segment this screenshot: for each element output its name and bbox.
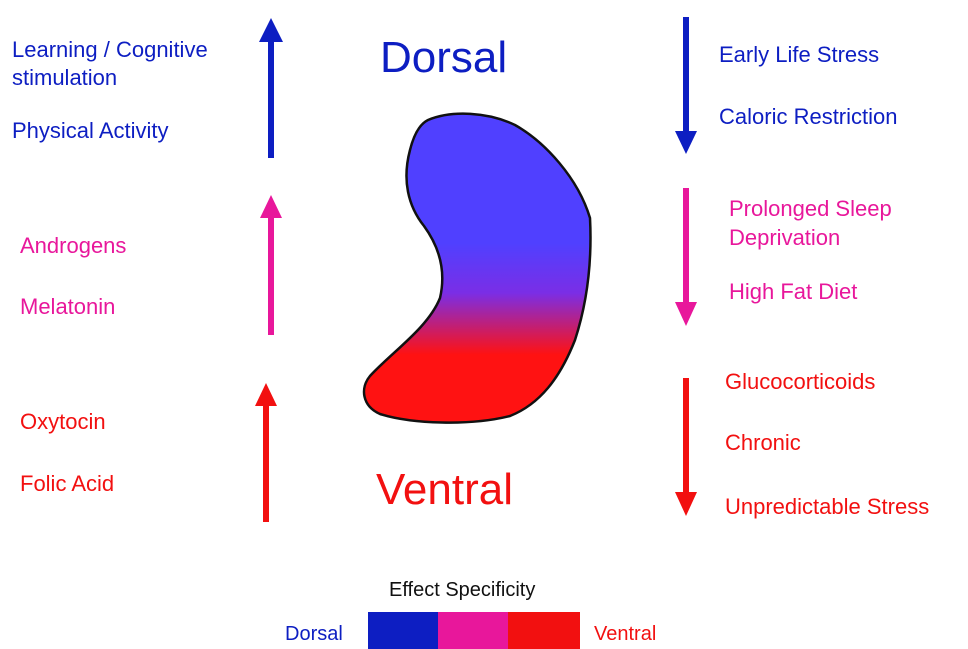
ventral-title: Ventral	[376, 465, 513, 515]
increase-arrow-dorsal	[259, 18, 283, 158]
legend-label-ventral: Ventral	[594, 622, 656, 646]
legend-swatch-dorsal	[368, 612, 438, 649]
factor-label: stimulation	[12, 65, 117, 91]
legend-swatch-ventral	[508, 612, 580, 649]
factor-label: Androgens	[20, 233, 126, 259]
increase-arrow-mid	[260, 195, 282, 335]
factor-label: Early Life Stress	[719, 42, 879, 68]
decrease-arrow-mid	[675, 188, 697, 326]
legend-title: Effect Specificity	[389, 579, 535, 602]
factor-label: Prolonged Sleep	[729, 196, 892, 222]
factor-label: Physical Activity	[12, 118, 169, 144]
factor-label: Caloric Restriction	[719, 104, 898, 130]
factor-label: Melatonin	[20, 294, 115, 320]
factor-label: High Fat Diet	[729, 279, 857, 305]
factor-label: Folic Acid	[20, 471, 114, 497]
decrease-arrow-dorsal	[675, 17, 697, 154]
dorsal-title: Dorsal	[380, 33, 507, 83]
hippocampus-shape	[364, 114, 590, 423]
decrease-arrow-ventral	[675, 378, 697, 516]
factor-label: Oxytocin	[20, 409, 106, 435]
factor-label: Learning / Cognitive	[12, 37, 208, 63]
legend-swatch-mid	[438, 612, 508, 649]
legend-label-dorsal: Dorsal	[285, 622, 343, 646]
factor-label: Chronic	[725, 430, 801, 456]
factor-label: Deprivation	[729, 225, 840, 251]
increase-arrow-ventral	[255, 383, 277, 522]
factor-label: Unpredictable Stress	[725, 494, 929, 520]
factor-label: Glucocorticoids	[725, 369, 875, 395]
